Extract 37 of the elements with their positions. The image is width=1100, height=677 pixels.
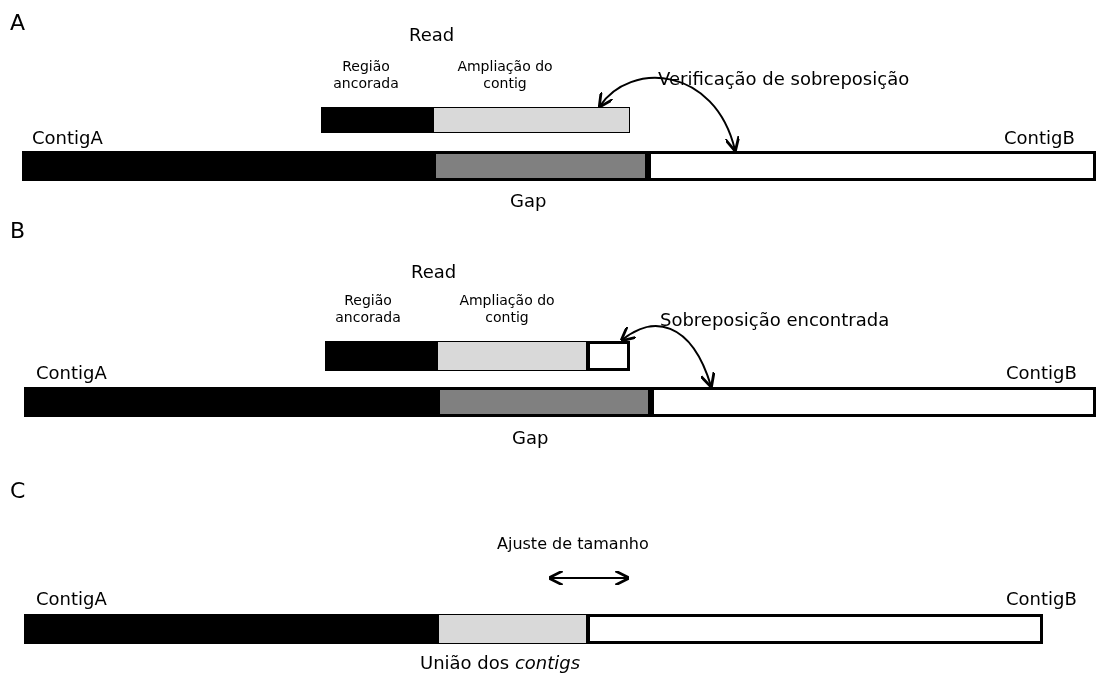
contig-label: ContigA xyxy=(32,127,103,149)
panel-letter: B xyxy=(10,218,26,245)
gap-segment xyxy=(437,387,651,417)
contig-label: ContigA xyxy=(36,588,107,610)
read-label: Read xyxy=(411,261,457,283)
panel-letter: C xyxy=(10,478,26,505)
contig-segment xyxy=(648,151,1096,181)
read-segment xyxy=(325,341,437,371)
annotation: Verificação de sobreposição xyxy=(658,68,910,90)
contig-segment xyxy=(24,387,437,417)
caption-label: União dos contigs xyxy=(420,652,581,674)
read-segment xyxy=(321,107,433,133)
gap-label: Gap xyxy=(510,190,547,212)
curved-arrow xyxy=(619,325,715,389)
contig-segment xyxy=(587,614,1043,644)
contig-label: ContigB xyxy=(1006,588,1077,610)
annotation: Sobreposição encontrada xyxy=(660,309,890,331)
region-label: Região ancorada xyxy=(334,292,402,326)
curved-arrow xyxy=(597,76,740,153)
read-label: Read xyxy=(409,24,455,46)
region-label: Ampliação do contig xyxy=(458,292,556,326)
contig-label: ContigB xyxy=(1006,362,1077,384)
region-label: Região ancorada xyxy=(332,58,400,92)
contig-label: ContigA xyxy=(36,362,107,384)
region-label: Ampliação do contig xyxy=(456,58,554,92)
joined-segment xyxy=(438,614,587,644)
annotation: Ajuste de tamanho xyxy=(497,534,649,554)
panel-letter: A xyxy=(10,10,26,37)
overlap-box xyxy=(587,341,630,371)
contig-segment xyxy=(651,387,1096,417)
read-segment xyxy=(433,107,630,133)
contig-label: ContigB xyxy=(1004,127,1075,149)
gap-label: Gap xyxy=(512,427,549,449)
contig-segment xyxy=(24,614,438,644)
gap-segment xyxy=(433,151,648,181)
read-segment xyxy=(437,341,587,371)
contig-segment xyxy=(22,151,433,181)
